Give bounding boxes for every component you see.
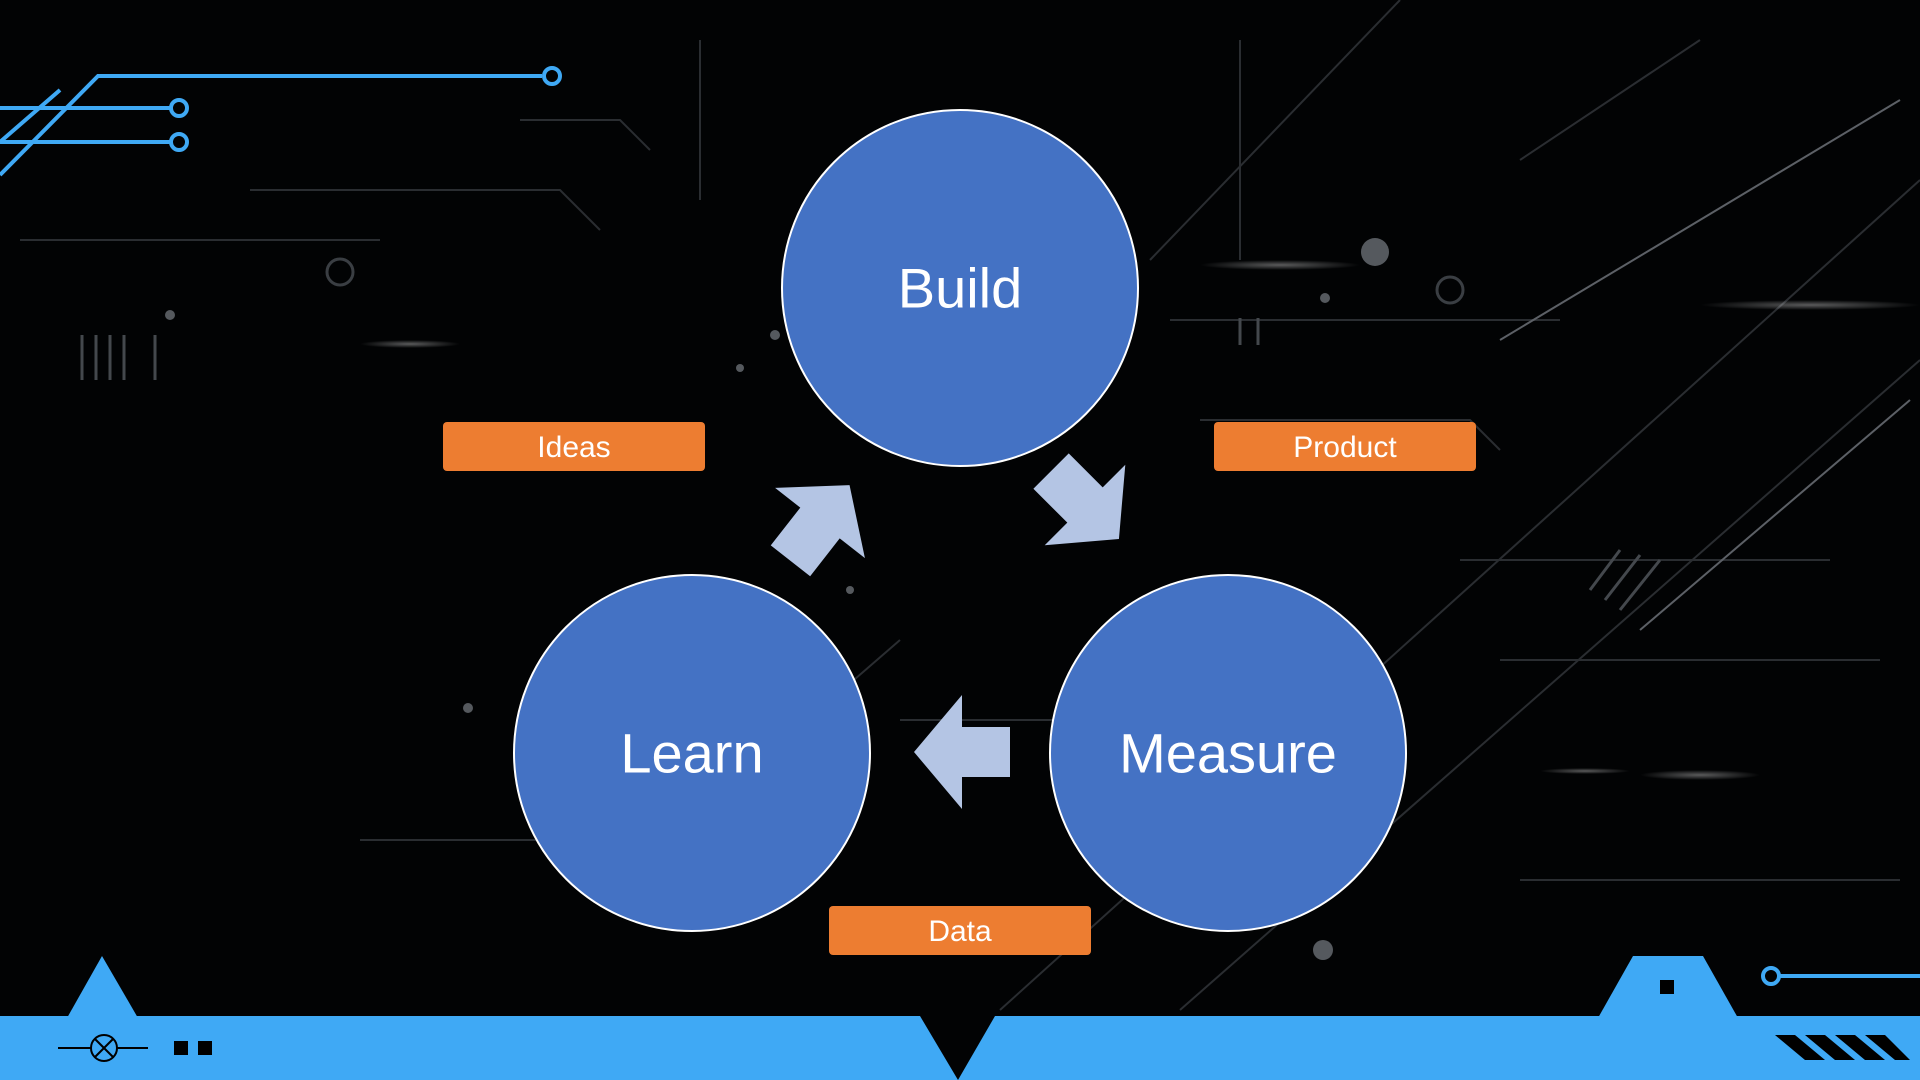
tag-label: Ideas	[537, 431, 610, 464]
node-build: Build	[781, 109, 1139, 467]
circuit-node	[169, 132, 189, 152]
node-label: Build	[898, 257, 1023, 320]
node-measure: Measure	[1049, 574, 1407, 932]
tag-product: Product	[1214, 422, 1476, 471]
tag-box	[443, 422, 705, 471]
node-circle	[513, 574, 871, 932]
tag-label: Data	[928, 915, 992, 948]
arrow-learn-build	[770, 485, 865, 577]
footer-square	[1660, 980, 1674, 994]
node-label: Measure	[1119, 722, 1337, 785]
footer-triangle	[67, 956, 138, 1018]
circuit-node	[169, 98, 189, 118]
footer-square	[174, 1041, 188, 1055]
node-circle	[1049, 574, 1407, 932]
arrow-measure-learn	[914, 695, 1010, 809]
circuit-node	[1761, 966, 1781, 986]
footer-stripes	[1775, 1035, 1910, 1060]
node-circle	[781, 109, 1139, 467]
node-learn: Learn	[513, 574, 871, 932]
footer-square	[198, 1041, 212, 1055]
tag-box	[1214, 422, 1476, 471]
tag-ideas: Ideas	[443, 422, 705, 471]
tag-data: Data	[829, 906, 1091, 955]
circuit-node	[542, 66, 562, 86]
arrow-build-measure	[1033, 453, 1126, 546]
node-label: Learn	[620, 722, 763, 785]
tag-label: Product	[1293, 431, 1397, 464]
footer-circle-cross-icon	[58, 1034, 148, 1062]
tag-box	[829, 906, 1091, 955]
